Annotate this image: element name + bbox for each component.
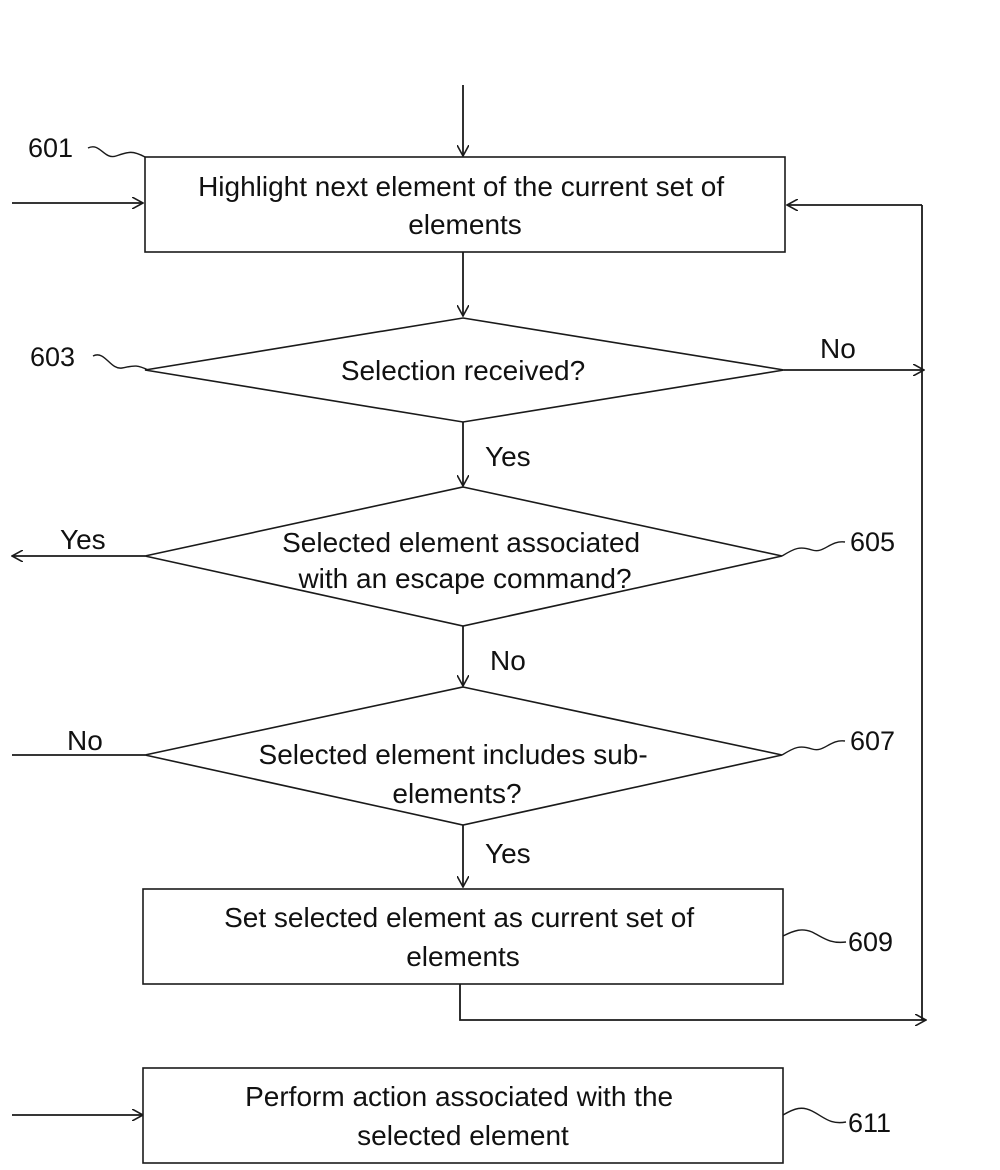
node-605-line-1: Selected element associated — [282, 527, 640, 558]
node-601-line-1: Highlight next element of the current se… — [198, 171, 724, 202]
node-609-line-2: elements — [406, 941, 520, 972]
process-box-601 — [144, 156, 786, 253]
node-609-text: Set selected element as current set of e… — [224, 902, 702, 972]
ref-label-611: 611 — [848, 1108, 891, 1138]
ref-label-603: 603 — [30, 342, 75, 372]
decision-diamond-603 — [144, 317, 785, 423]
decision-diamond-607 — [144, 686, 783, 826]
ref-leader-609 — [782, 929, 847, 944]
arrow-609-to-loop — [459, 984, 926, 1020]
process-box-609 — [142, 888, 784, 985]
node-611-text: Perform action associated with the selec… — [245, 1081, 681, 1151]
node-607-text: Selected element includes sub- elements? — [259, 739, 656, 809]
ref-leader-607 — [781, 740, 846, 756]
node-605-text: Selected element associated with an esca… — [282, 527, 648, 594]
node-603-line-1: Selection received? — [341, 355, 585, 386]
edge-label-607-yes: Yes — [485, 838, 531, 869]
node-607-line-2: elements? — [392, 778, 521, 809]
node-611-line-2: selected element — [357, 1120, 569, 1151]
node-601-text: Highlight next element of the current se… — [198, 171, 732, 240]
node-611-line-1: Perform action associated with the — [245, 1081, 673, 1112]
ref-label-607: 607 — [850, 726, 895, 756]
edge-label-605-no: No — [490, 645, 526, 676]
ref-leader-605 — [781, 541, 846, 557]
ref-label-609: 609 — [848, 927, 893, 957]
node-603-text: Selection received? — [341, 355, 585, 386]
ref-leader-603 — [92, 354, 149, 371]
edge-label-607-no: No — [67, 725, 103, 756]
edge-label-603-yes: Yes — [485, 441, 531, 472]
edge-label-605-yes: Yes — [60, 524, 106, 555]
edge-label-603-no: No — [820, 333, 856, 364]
decision-diamond-605 — [144, 486, 783, 627]
node-605-line-2: with an escape command? — [297, 563, 631, 594]
ref-label-605: 605 — [850, 527, 895, 557]
ref-leader-601 — [87, 146, 146, 158]
node-601-line-2: elements — [408, 209, 522, 240]
process-box-611 — [142, 1067, 784, 1164]
ref-label-601: 601 — [28, 133, 73, 163]
node-609-line-1: Set selected element as current set of — [224, 902, 694, 933]
node-607-line-1: Selected element includes sub- — [259, 739, 648, 770]
ref-leader-611 — [782, 1107, 847, 1124]
